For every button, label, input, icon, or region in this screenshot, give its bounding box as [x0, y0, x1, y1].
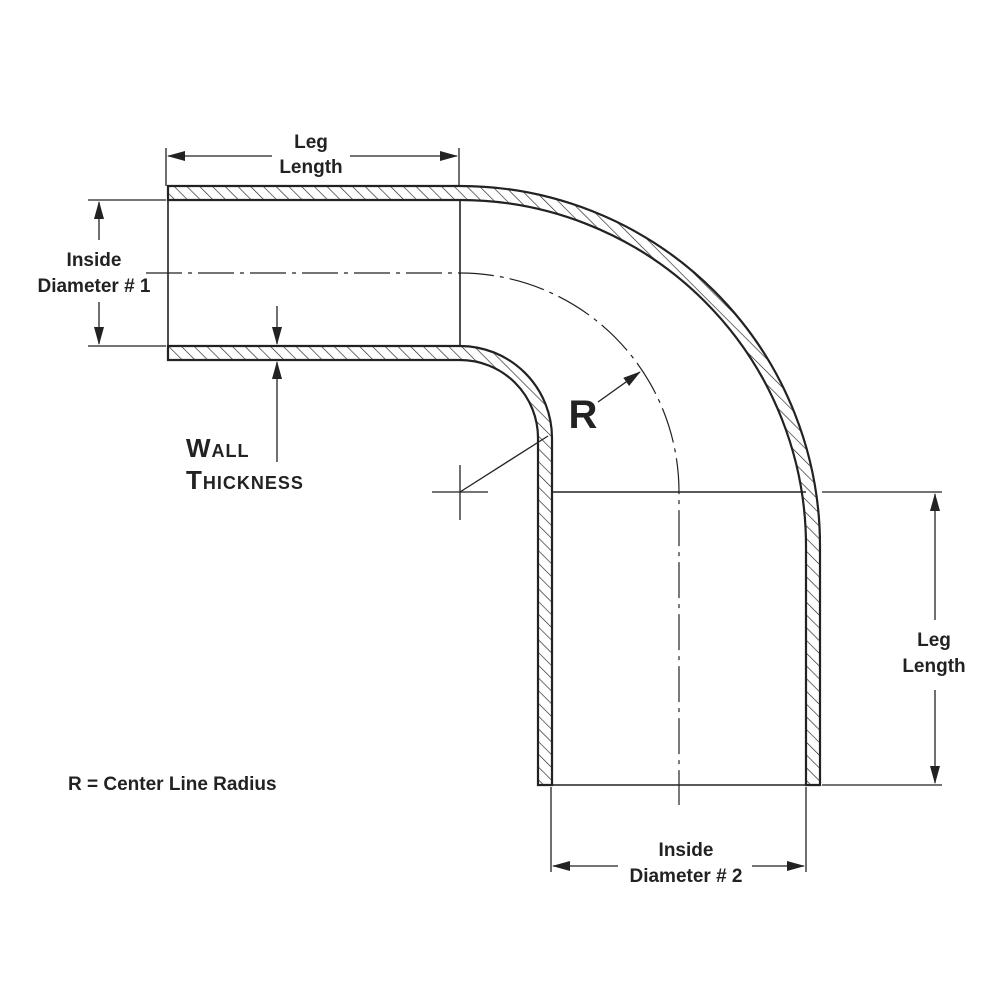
center-line	[146, 272, 680, 805]
leg-length-right-label-1: Leg	[917, 630, 951, 651]
radius-legend: R = Center Line Radius	[68, 774, 277, 795]
id2-label-1: Inside	[659, 840, 714, 861]
leg-length-top-label-1: Leg	[294, 132, 328, 153]
radius-leader-upper	[597, 371, 641, 403]
inner-wall	[166, 344, 554, 787]
radius-leader-lower	[459, 435, 549, 493]
wall-thickness-label-1: Wall	[186, 433, 250, 463]
leg-length-top-label-2: Length	[279, 157, 342, 178]
id2-label-2: Diameter # 2	[629, 866, 742, 887]
leg-length-right-label-2: Length	[902, 656, 965, 677]
wall-thickness-label-2: Thickness	[186, 465, 304, 495]
id1-label-1: Inside	[67, 250, 122, 271]
id1-label-2: Diameter # 1	[37, 276, 150, 297]
radius-label: R	[569, 393, 598, 437]
